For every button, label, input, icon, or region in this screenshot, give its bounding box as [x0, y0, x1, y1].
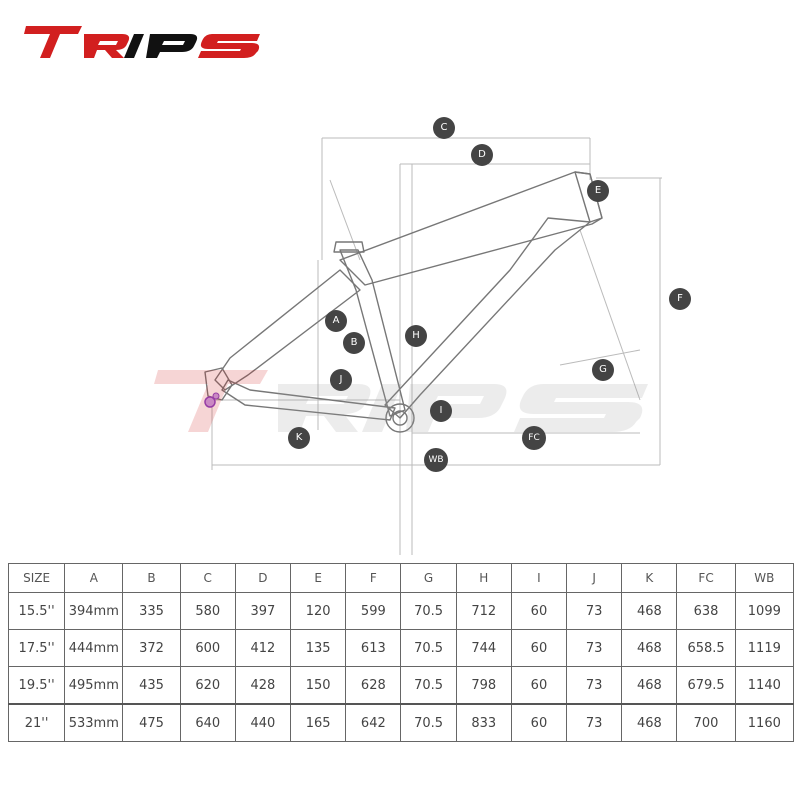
- marker-j: J: [330, 369, 352, 391]
- value-cell: 70.5: [400, 666, 457, 705]
- value-cell: 428: [234, 666, 292, 705]
- value-cell: 468: [621, 629, 678, 667]
- value-cell: 613: [345, 629, 402, 667]
- header-cell: B: [122, 563, 181, 593]
- value-cell: 120: [290, 592, 347, 630]
- value-cell: 440: [234, 703, 292, 742]
- header-cell: E: [290, 563, 347, 593]
- value-cell: 435: [122, 666, 181, 705]
- value-cell: 1119: [734, 629, 795, 667]
- value-cell: 60: [510, 666, 568, 705]
- value-cell: 599: [345, 592, 402, 630]
- value-cell: 744: [455, 629, 512, 667]
- header-cell: WB: [734, 563, 795, 593]
- marker-wb: WB: [424, 448, 448, 472]
- value-cell: 70.5: [400, 592, 457, 630]
- value-cell: 73: [566, 703, 623, 742]
- value-cell: 165: [290, 703, 347, 742]
- header-cell: D: [234, 563, 292, 593]
- size-cell: 21'': [7, 703, 66, 742]
- frame-drawing: [204, 137, 662, 555]
- value-cell: 712: [455, 592, 512, 630]
- value-cell: 73: [566, 666, 623, 705]
- value-cell: 73: [566, 592, 623, 630]
- marker-h: H: [405, 325, 427, 347]
- value-cell: 372: [122, 629, 181, 667]
- value-cell: 70.5: [400, 703, 457, 742]
- header-cell: J: [566, 563, 623, 593]
- value-cell: 1140: [734, 666, 795, 705]
- value-cell: 833: [455, 703, 512, 742]
- value-cell: 495mm: [64, 666, 124, 705]
- header-cell: SIZE: [7, 563, 66, 593]
- value-cell: 468: [621, 592, 678, 630]
- marker-k: K: [288, 427, 310, 449]
- brand-logo: [22, 20, 282, 64]
- header-cell: K: [621, 563, 678, 593]
- watermark-graphic: [154, 370, 648, 432]
- value-cell: 533mm: [64, 703, 124, 742]
- value-cell: 444mm: [64, 629, 124, 667]
- value-cell: 394mm: [64, 592, 124, 630]
- value-cell: 642: [345, 703, 402, 742]
- derailleur-hanger: [204, 392, 220, 408]
- frame-geometry-diagram: [0, 100, 800, 560]
- value-cell: 412: [234, 629, 292, 667]
- marker-fc: FC: [522, 426, 546, 450]
- marker-c: C: [433, 117, 455, 139]
- value-cell: 60: [510, 629, 568, 667]
- value-cell: 468: [621, 703, 678, 742]
- value-cell: 679.5: [676, 666, 736, 705]
- value-cell: 60: [510, 703, 568, 742]
- size-cell: 19.5'': [7, 666, 66, 705]
- value-cell: 600: [179, 629, 236, 667]
- watermark: [148, 360, 668, 440]
- value-cell: 628: [345, 666, 402, 705]
- marker-d: D: [471, 144, 493, 166]
- value-cell: 658.5: [676, 629, 736, 667]
- value-cell: 638: [676, 592, 736, 630]
- value-cell: 73: [566, 629, 623, 667]
- value-cell: 1099: [734, 592, 795, 630]
- value-cell: 397: [234, 592, 292, 630]
- value-cell: 468: [621, 666, 678, 705]
- geometry-table: SIZE A B C D E F G H I J K FC WB 15.5''3…: [7, 563, 795, 742]
- size-cell: 17.5'': [7, 629, 66, 667]
- value-cell: 475: [122, 703, 181, 742]
- value-cell: 640: [179, 703, 236, 742]
- value-cell: 335: [122, 592, 181, 630]
- header-cell: FC: [676, 563, 736, 593]
- header-cell: F: [345, 563, 402, 593]
- value-cell: 700: [676, 703, 736, 742]
- brand-logo-graphic: [24, 26, 260, 58]
- value-cell: 70.5: [400, 629, 457, 667]
- marker-g: G: [592, 359, 614, 381]
- value-cell: 798: [455, 666, 512, 705]
- marker-b: B: [343, 332, 365, 354]
- value-cell: 620: [179, 666, 236, 705]
- header-cell: G: [400, 563, 457, 593]
- header-cell: H: [455, 563, 512, 593]
- header-cell: A: [64, 563, 124, 593]
- value-cell: 60: [510, 592, 568, 630]
- value-cell: 150: [290, 666, 347, 705]
- value-cell: 580: [179, 592, 236, 630]
- header-cell: I: [510, 563, 568, 593]
- table-header-row: SIZE A B C D E F G H I J K FC WB: [7, 563, 795, 593]
- header-cell: C: [179, 563, 236, 593]
- marker-f: F: [669, 288, 691, 310]
- value-cell: 135: [290, 629, 347, 667]
- value-cell: 1160: [734, 703, 795, 742]
- marker-e: E: [587, 180, 609, 202]
- marker-i: I: [430, 400, 452, 422]
- size-cell: 15.5'': [7, 592, 66, 630]
- marker-a: A: [325, 310, 347, 332]
